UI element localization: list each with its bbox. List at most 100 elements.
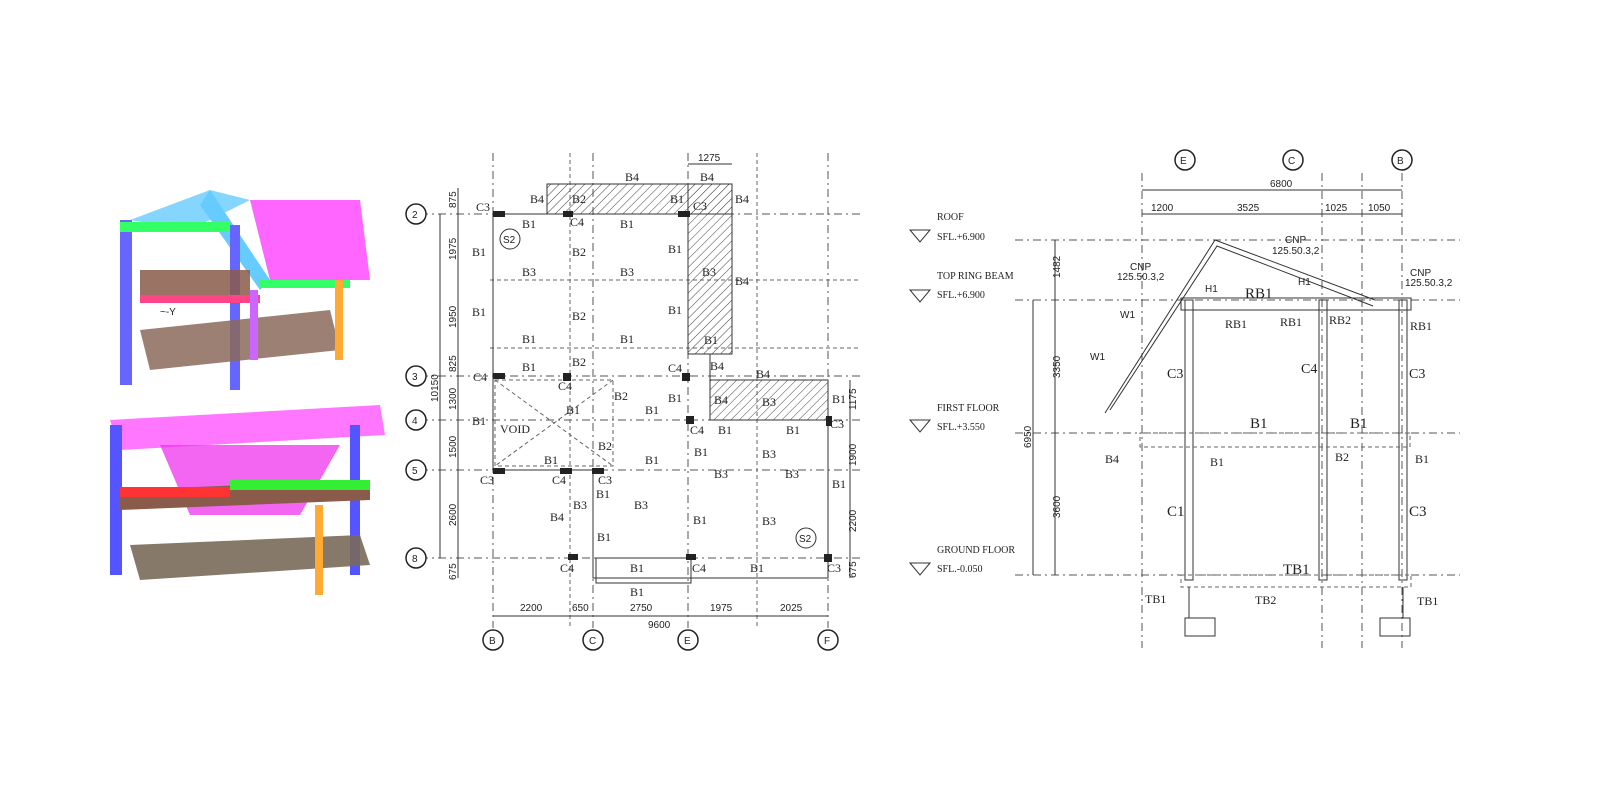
drawing-label-c3: C3 [827,561,841,575]
drawing-label-b4: B4 [700,170,714,184]
drawing-label-3: 675 [848,561,859,578]
drawing-label-b2: B2 [614,389,628,403]
drawing-label-c3: C3 [1167,367,1183,382]
drawing-label-b1: B1 [630,561,644,575]
section-grid-bubbles: E C B [1174,149,1413,171]
drawing-label-cnp-size: 125.50.3,2 [1405,278,1453,289]
drawing-label-c3: C3 [598,473,612,487]
beam-green-3 [230,480,370,490]
floor-framing-plan: VOID B4 B4 B4 B4 B2 B1 C3 C3 [400,148,870,658]
void-area [494,379,614,467]
drawing-label-1: 650 [572,603,589,614]
drawing-label-0: 875 [448,191,459,208]
drawing-label-b1: B1 [645,403,659,417]
drawing-label-b1: B1 [832,477,846,491]
drawing-label-b1: B1 [693,513,707,527]
drawing-label-b3: B3 [714,467,728,481]
drawing-label-0: 2200 [520,603,543,614]
section-grid-B: B [1397,156,1404,167]
drawing-label-b1: B1 [668,242,682,256]
drawing-label-w1: W1 [1120,310,1135,321]
void-label: VOID [500,422,530,436]
drawing-label-2: 3600 [1052,495,1063,518]
drawing-label-3: 1975 [710,603,733,614]
section-member-labels: RB1 RB1 RB1 RB2 RB1 C3 C4 C3 B1 B1 B4 B1… [1090,235,1453,608]
drawing-label-b1: B1 [704,333,718,347]
drawing-label-b3: B3 [620,265,634,279]
beam-green-2 [260,280,350,288]
drawing-label-tb1: TB1 [1417,594,1438,608]
slab-tag-2: S2 [799,534,812,545]
drawing-label-b2: B2 [572,355,586,369]
3d-model-svg: ~-Y [110,190,385,595]
section-grid-E: E [1180,156,1187,167]
drawing-label-6: 2600 [448,503,459,526]
section-structure [1104,239,1412,637]
plan-columns [493,211,832,562]
drawing-label-cnp-size: 125.50.3,2 [1272,246,1320,257]
drawing-label-b1: B1 [544,453,558,467]
drawing-label-b1: B1 [1210,455,1224,469]
drawing-label-rb1: RB1 [1225,317,1247,331]
beam-red [120,487,230,497]
drawing-label-c4: C4 [552,473,566,487]
grid-col-B: B [489,636,496,647]
drawing-label-b4: B4 [756,367,770,381]
drawing-label-b1: B1 [597,530,611,544]
drawing-label-value: SFL.+6.900 [937,290,985,301]
drawing-label-4: 2025 [780,603,803,614]
drawing-label-c3: C3 [1409,367,1425,382]
drawing-label-b2: B2 [572,309,586,323]
drawing-label-cnp: CNP [1285,235,1306,246]
column-orange-2 [315,505,323,595]
roof-plane-lower [110,405,385,450]
drawing-label-1: 3350 [1052,355,1063,378]
drawing-label-b2: B2 [572,192,586,206]
drawing-label-c4: C4 [473,370,487,384]
drawing-label-c4: C4 [570,215,584,229]
slab-tag-1: S2 [503,235,516,246]
drawing-label-b2: B2 [572,245,586,259]
drawing-label-b4: B4 [735,192,749,206]
drawing-label-value: SFL.+3.550 [937,422,985,433]
drawing-label-b3: B3 [634,498,648,512]
column-blue-1 [120,220,132,385]
drawing-label-b1: B1 [596,487,610,501]
slab-tag-circle-1 [499,228,521,250]
drawing-label-cnp: CNP [1410,268,1431,279]
drawing-label-b3: B3 [522,265,536,279]
drawing-label-c3: C3 [480,473,494,487]
column-orange [335,280,343,360]
grid-col-E: E [684,636,691,647]
drawing-label-c4: C4 [668,361,682,375]
grid-row-8: 8 [412,554,418,565]
drawing-label-b1: B1 [694,445,708,459]
3d-view-bottom [110,405,385,595]
grid-col-F: F [824,636,830,647]
slab-tag-circle-2 [795,527,817,549]
drawing-label-b1: B1 [522,332,536,346]
drawing-label-3: 1050 [1368,203,1391,214]
drawing-label-b3: B3 [762,514,776,528]
drawing-label-b1: B1 [670,192,684,206]
drawing-label-b1: B1 [1415,452,1429,466]
drawing-label-b3: B3 [573,498,587,512]
grid-row-3: 3 [412,372,418,383]
column-blue-3 [110,425,122,575]
drawing-label-2: 1950 [448,305,459,328]
drawing-label-c3: C3 [476,200,490,214]
section-top-dims: 6800 1200 3525 1025 1050 [1142,179,1402,215]
drawing-label-2: 2200 [848,509,859,532]
drawing-label-name: ROOF [937,212,964,223]
drawing-label-c3: C3 [693,199,707,213]
drawing-label-0: 1200 [1151,203,1174,214]
drawing-label-1: 1975 [448,237,459,260]
drawing-label-name: GROUND FLOOR [937,545,1015,556]
drawing-label-b1: B1 [1350,416,1368,432]
column-purple [250,290,258,360]
drawing-label-tb1: TB1 [1283,562,1310,578]
drawing-label-b1: B1 [522,217,536,231]
plan-row-bubbles: 2 3 4 5 8 [405,203,427,569]
grid-row-4: 4 [412,416,418,427]
plan-col-bubbles: B C E F [482,629,839,651]
